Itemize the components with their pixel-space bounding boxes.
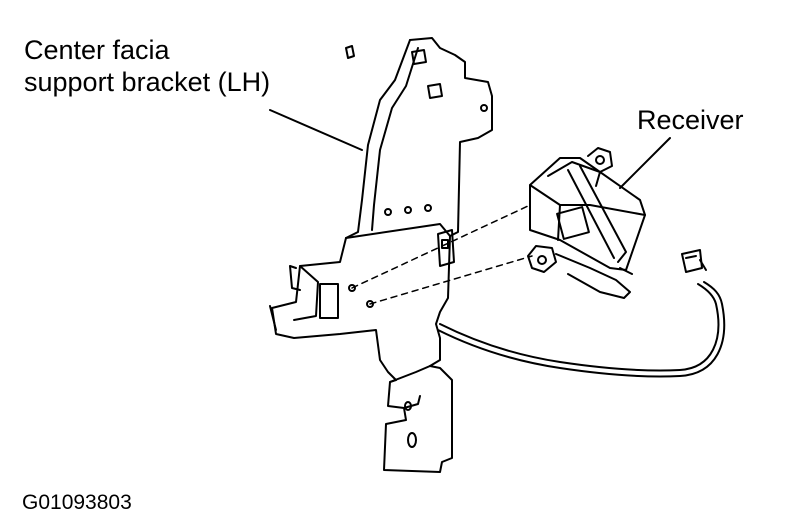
bracket-label-line2: support bracket (LH) [24,67,271,97]
figure-id: G01093803 [22,491,132,514]
wire-harness [437,249,726,378]
center-facia-bracket [269,37,493,473]
receiver-unit [527,147,646,299]
bracket-label-line1: Center facia [24,35,170,65]
bracket-label: Center facia support bracket (LH) [24,34,270,98]
alignment-lines [351,205,533,305]
receiver-leader-line [619,137,671,189]
receiver-label: Receiver [637,105,744,135]
bracket-leader-line [269,109,363,151]
